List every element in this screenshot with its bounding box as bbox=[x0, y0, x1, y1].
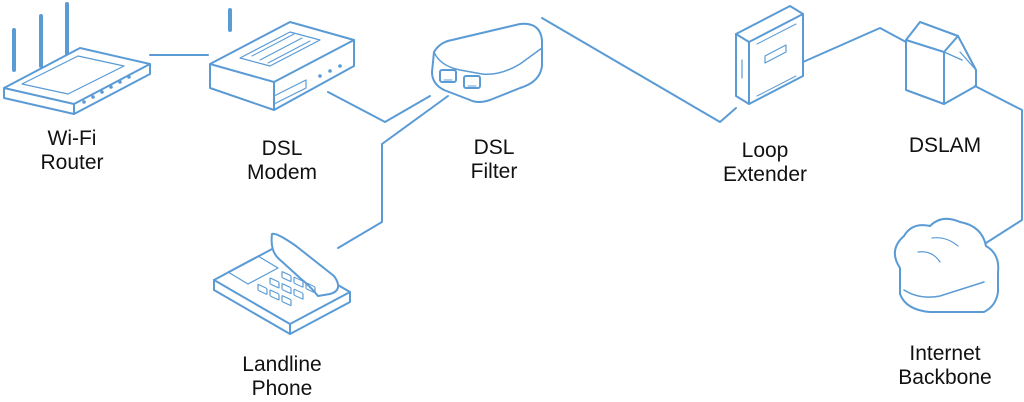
label-internet-backbone: Internet Backbone bbox=[898, 342, 991, 390]
label-line: Extender bbox=[722, 163, 808, 186]
label-line: Landline bbox=[242, 353, 322, 376]
label-line: Wi-Fi bbox=[47, 127, 97, 150]
internet-cloud-icon bbox=[893, 217, 1000, 313]
link-dslam-cloud bbox=[974, 85, 1023, 251]
label-dslam: DSLAM bbox=[909, 134, 981, 158]
label-dsl-filter: DSL Filter bbox=[471, 136, 518, 184]
label-line: Modem bbox=[246, 161, 318, 184]
landline-phone-icon bbox=[213, 232, 351, 335]
loop-extender-icon bbox=[735, 5, 804, 105]
label-landline-phone: Landline Phone bbox=[242, 353, 321, 401]
label-dsl-modem: DSL Modem bbox=[247, 137, 317, 185]
wifi-router-icon bbox=[3, 2, 151, 115]
link-filter-extender bbox=[541, 17, 737, 123]
link-modem-filter bbox=[327, 91, 431, 123]
link-filter-phone bbox=[337, 95, 449, 249]
label-line: Internet bbox=[909, 342, 981, 365]
label-line: Loop bbox=[741, 139, 789, 162]
label-line: DSL bbox=[473, 136, 515, 159]
label-line: Router bbox=[40, 151, 104, 174]
label-line: DSLAM bbox=[908, 134, 982, 157]
label-line: Phone bbox=[251, 377, 313, 400]
connections bbox=[149, 17, 1023, 251]
link-extender-dslam bbox=[802, 27, 907, 63]
label-wifi-router: Wi-Fi Router bbox=[40, 127, 103, 175]
label-line: DSL bbox=[261, 137, 303, 160]
label-line: Filter bbox=[470, 160, 518, 183]
dsl-filter-icon bbox=[431, 22, 543, 103]
dsl-modem-icon bbox=[209, 8, 355, 111]
label-loop-extender: Loop Extender bbox=[723, 139, 807, 187]
label-line: Backbone bbox=[898, 366, 992, 389]
dslam-icon bbox=[905, 21, 977, 105]
